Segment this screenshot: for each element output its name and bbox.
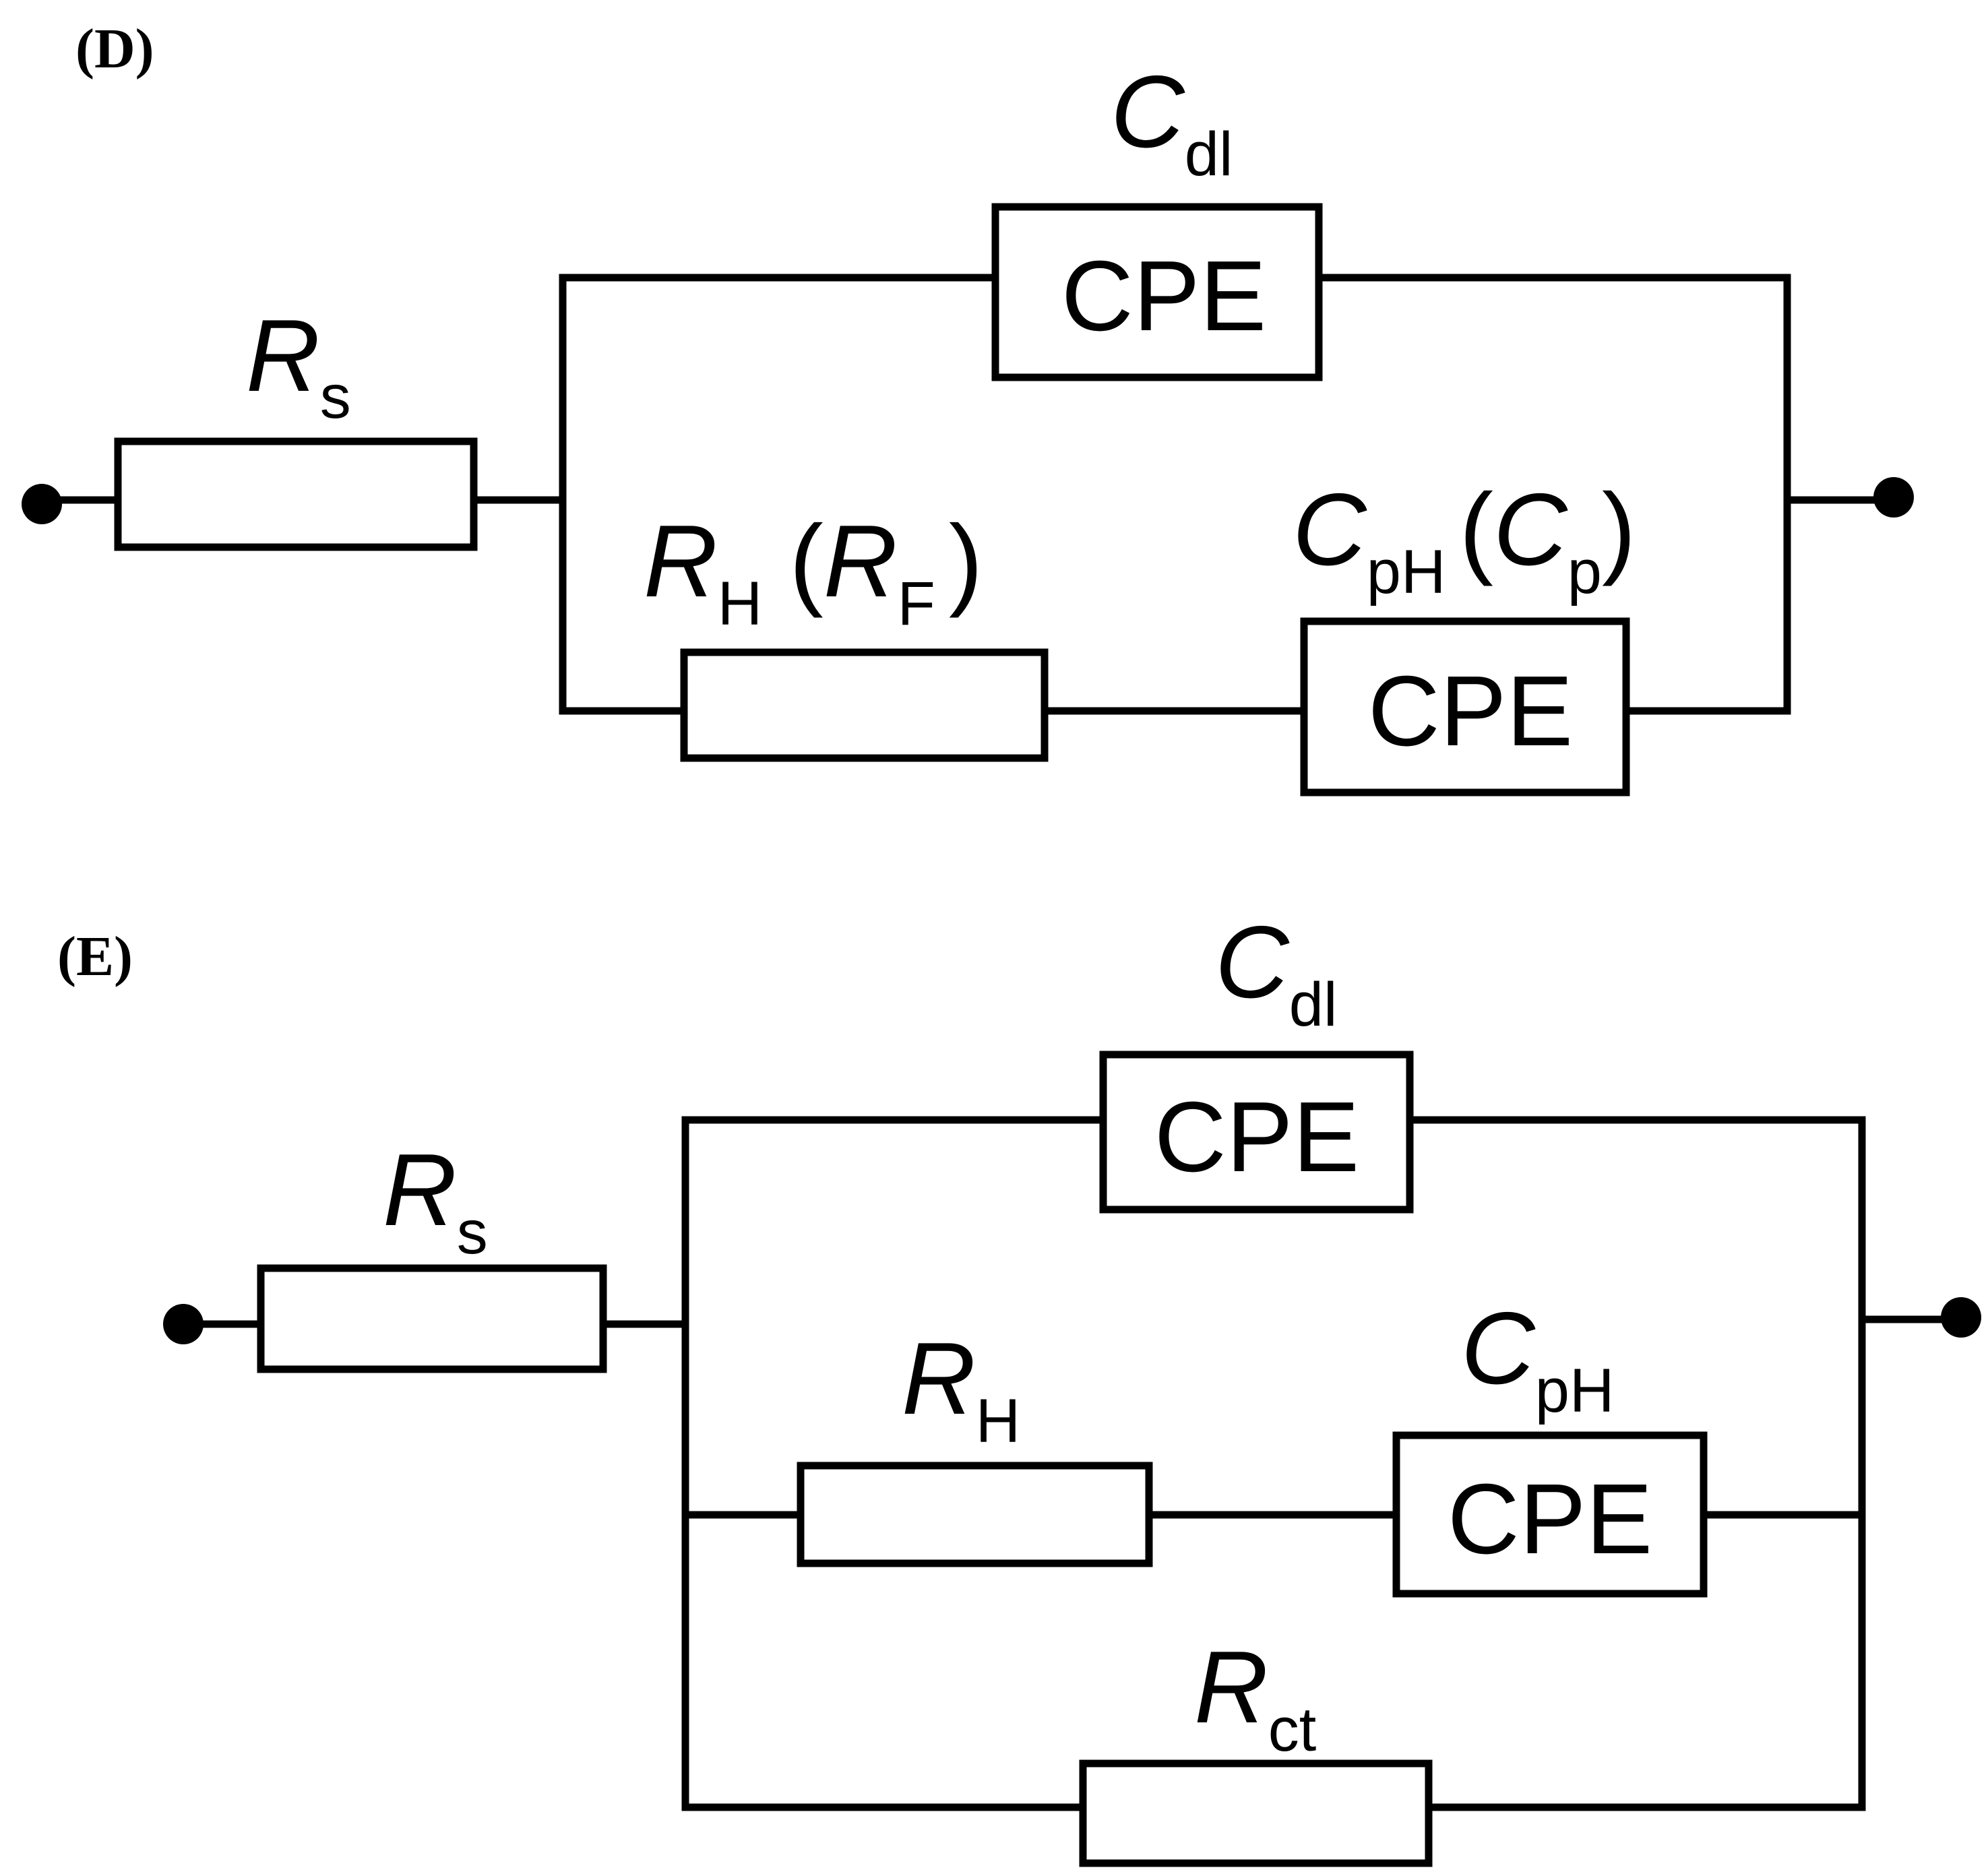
panel-d-wires: [38, 274, 1898, 715]
e-cdl-cpe: [1099, 1051, 1414, 1214]
e-rs-resistor: [257, 1264, 607, 1373]
d-cph-label: CpH(Cp): [1293, 472, 1636, 606]
e-input-terminal: [163, 1304, 204, 1344]
d-cdl-cpe: [991, 203, 1323, 381]
e-rct-resistor: [1079, 1759, 1433, 1867]
e-cph-cpe-text: CPE: [1448, 1464, 1652, 1575]
d-rh-resistor: [680, 648, 1049, 762]
d-cph-cpe: [1300, 617, 1630, 796]
e-output-terminal: [1941, 1297, 1981, 1338]
d-cph-cpe-text: CPE: [1368, 656, 1573, 767]
d-input-terminal: [22, 484, 62, 524]
d-rh-label: RH(RF): [644, 504, 983, 638]
e-cph-label: CpH: [1461, 1291, 1614, 1425]
e-cdl-label: Cdl: [1215, 905, 1337, 1039]
d-cdl-label: Cdl: [1111, 55, 1233, 189]
e-rh-resistor: [797, 1462, 1153, 1567]
panel-d-label: (D): [75, 18, 154, 80]
e-rs-label: Rs: [383, 1133, 488, 1267]
panel-e-wires: [179, 1116, 1965, 1811]
d-cdl-cpe-text: CPE: [1061, 241, 1266, 352]
e-rct-label: Rct: [1194, 1630, 1316, 1764]
panel-e: (E) Rs CPE Cdl: [57, 905, 1981, 1867]
e-cdl-cpe-text: CPE: [1154, 1082, 1359, 1193]
d-rs-label: Rs: [246, 299, 351, 431]
d-output-terminal: [1873, 477, 1914, 518]
e-rh-label: RH: [902, 1321, 1020, 1456]
panel-d: (D) Rs CPE Cdl RH(RF): [22, 18, 1914, 796]
e-cph-cpe: [1392, 1431, 1708, 1598]
panel-e-label: (E): [57, 925, 133, 988]
d-rs-resistor: [114, 437, 478, 551]
